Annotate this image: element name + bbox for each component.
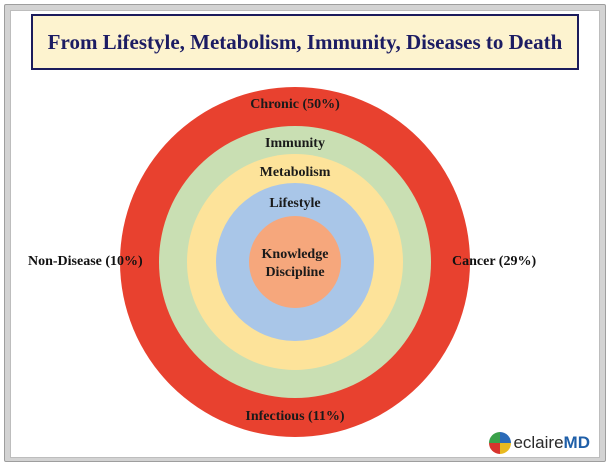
ring-core [249,216,341,308]
label-non-disease: Non-Disease (10%) [28,254,143,269]
label-core-discipline: Discipline [265,265,324,280]
label-cancer: Cancer (29%) [452,254,537,269]
label-immunity: Immunity [265,136,325,151]
logo-prefix: eclaire [513,433,564,452]
label-metabolism: Metabolism [260,165,331,180]
title-box: From Lifestyle, Metabolism, Immunity, Di… [31,14,579,70]
eclairemd-logo: eclaireMD [489,432,590,454]
slide-title: From Lifestyle, Metabolism, Immunity, Di… [47,30,563,54]
label-infectious: Infectious (11%) [245,409,345,424]
label-core-knowledge: Knowledge [262,247,329,262]
logo-text: eclaireMD [513,433,590,453]
logo-suffix: MD [563,433,590,452]
logo-icon [489,432,512,454]
label-lifestyle: Lifestyle [269,196,320,211]
label-chronic: Chronic (50%) [250,97,340,112]
